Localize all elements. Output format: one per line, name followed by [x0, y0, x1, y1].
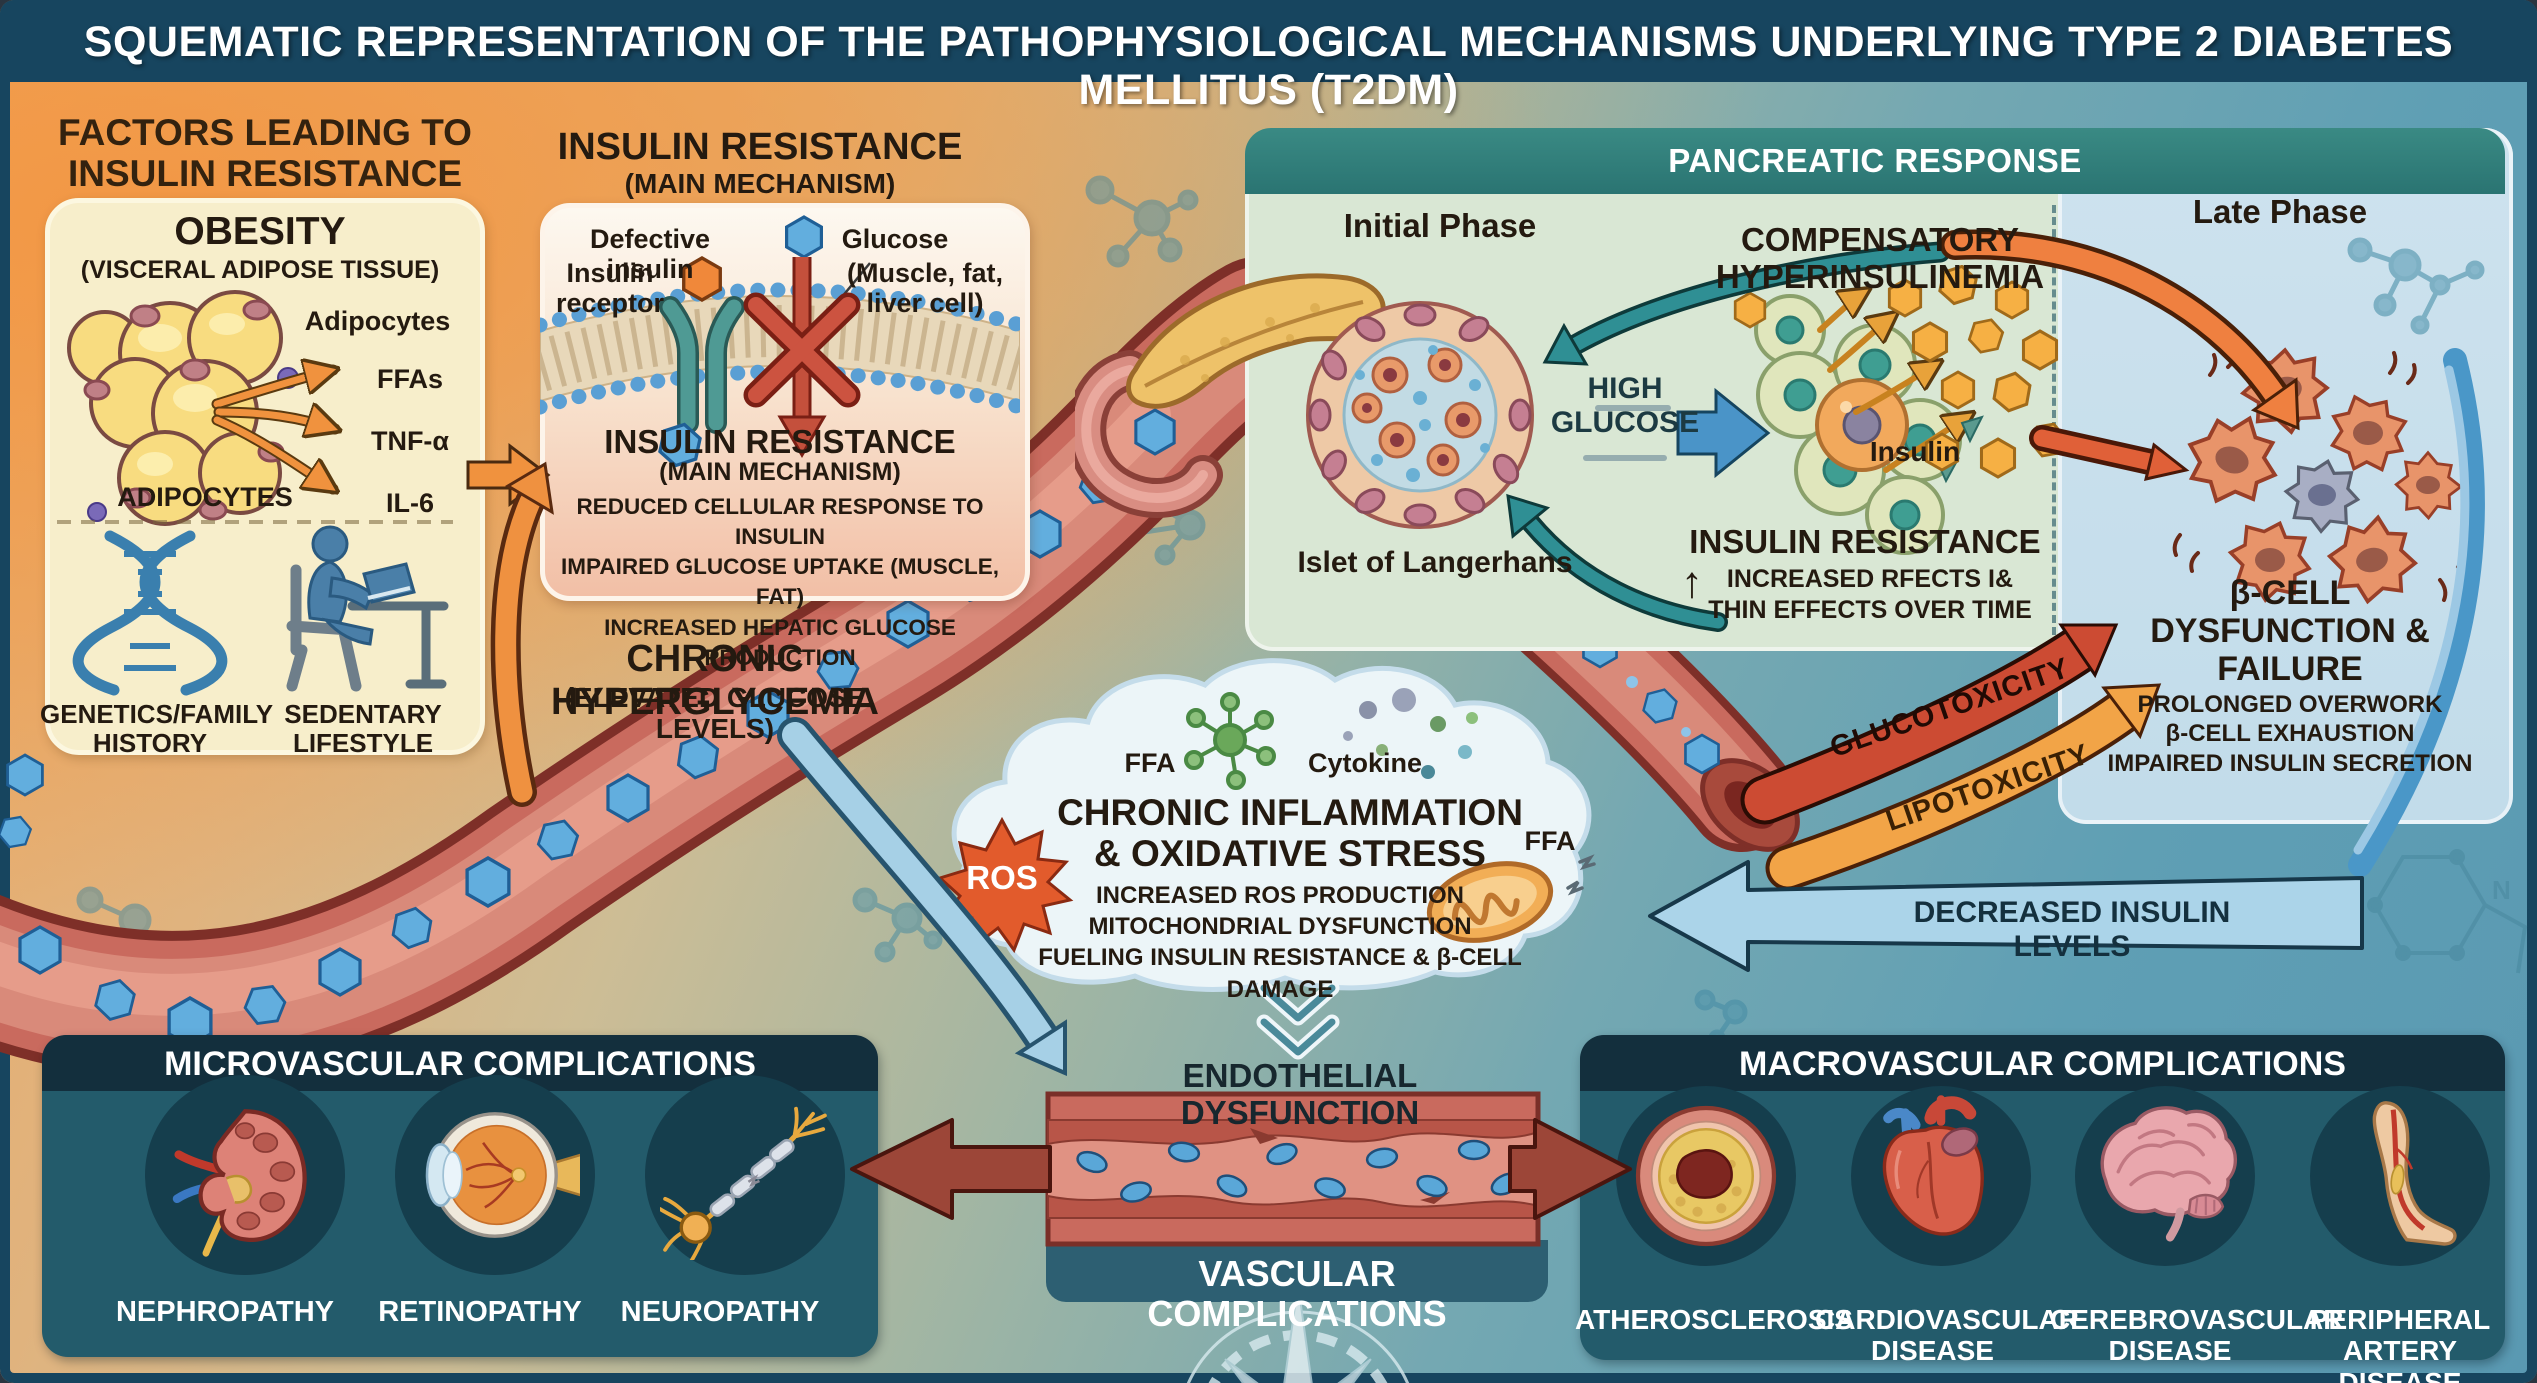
obesity-title: OBESITY — [174, 210, 346, 253]
vessel-open-end — [1700, 758, 1800, 852]
atherosclerosis-label: ATHEROSCLEROSIS — [1575, 1304, 1853, 1335]
chemical-structure-decoration: N — [2367, 849, 2528, 974]
cerebrovascular-label: CEREBROVASCULAR DISEASE — [2050, 1304, 2344, 1367]
pancreatic-header: PANCREATIC RESPONSE — [1668, 142, 2082, 179]
obesity-subtitle: (VISCERAL ADIPOSE TISSUE) — [80, 256, 440, 284]
sedentary-person-icon — [286, 525, 449, 692]
genetics-label: GENETICS/FAMILY HISTORY — [40, 699, 274, 759]
peripheral-label: PERIPHERAL ARTERY DISEASE — [2309, 1304, 2491, 1383]
neuropathy-circle — [645, 1075, 845, 1275]
mitochondria-icon — [1426, 861, 1554, 943]
kidney-icon — [172, 1109, 307, 1257]
to-microvascular-arrow — [850, 1118, 1052, 1220]
initial-phase-label: Initial Phase — [1343, 207, 1537, 244]
retinopathy-label: RETINOPATHY — [378, 1296, 582, 1328]
beta-cell-note: PROLONGED OVERWORK β-CELL EXHAUSTION IMP… — [2107, 691, 2473, 777]
clogged-artery-icon — [1635, 1105, 1777, 1247]
cell-note-label: (Muscle, fat, liver cell) — [846, 258, 1004, 319]
title-bar — [0, 0, 2537, 82]
dna-icon — [72, 530, 228, 696]
eye-icon — [425, 1112, 580, 1238]
neuropathy-label: NEUROPATHY — [620, 1296, 820, 1328]
cloud-cytokine: Cytokine — [1307, 748, 1423, 778]
page-title: SQUEMATIC REPRESENTATION OF THE PATHOPHY… — [83, 18, 2454, 115]
ir-result-title: INSULIN RESISTANCE — [604, 423, 956, 460]
brain-icon — [2100, 1106, 2238, 1242]
leg-icon — [2372, 1101, 2457, 1246]
cardiovascular-label: CARDIOVASCULAR DISEASE — [1815, 1304, 2079, 1367]
late-phase-label: Late Phase — [2192, 193, 2368, 230]
cloud-note: INCREASED ROS PRODUCTION MITOCHONDRIAL D… — [1038, 882, 1522, 1003]
high-glucose-label: HIGH GLUCOSE — [1550, 372, 1700, 439]
mediator-il6: IL-6 — [385, 488, 434, 518]
islet-illustration — [1306, 301, 1534, 529]
pancreatic-ir-note: INCREASED RFECTS I& THIN EFFECTS OVER TI… — [1708, 565, 2032, 625]
ir-result-subtitle: (MAIN MECHANISM) — [659, 458, 901, 486]
insulin-receptor-label: Insulin receptor — [555, 258, 665, 319]
vascular-bar-label: VASCULAR COMPLICATIONS — [1147, 1253, 1447, 1335]
endothelial-label: ENDOTHELIAL DYSFUNCTION — [1180, 1057, 1420, 1131]
ir-heading-title: INSULIN RESISTANCE — [557, 126, 963, 168]
blood-cells — [1076, 1139, 1522, 1203]
pancreatic-header-bar — [1245, 128, 2505, 194]
insulin-label: Insulin — [1869, 436, 1961, 467]
phase-divider — [2052, 205, 2056, 635]
mediator-tnf: TNF-α — [370, 426, 450, 456]
beta-cell-title: β-CELL DYSFUNCTION & FAILURE — [2150, 574, 2430, 689]
macrovascular-header-bar — [1580, 1035, 2505, 1091]
macrovascular-header: MACROVASCULAR COMPLICATIONS — [1739, 1045, 2346, 1083]
cloud-title: CHRONIC INFLAMMATION & OXIDATIVE STRESS — [1057, 792, 1523, 875]
mediator-ffas: FFAs — [376, 364, 443, 394]
microvascular-header: MICROVASCULAR COMPLICATIONS — [164, 1045, 756, 1083]
sedentary-label: SEDENTARY LIFESTYLE — [284, 699, 442, 759]
decreased-insulin-label: DECREASED INSULIN LEVELS — [1913, 896, 2231, 963]
adipocytes-caption: ADIPOCYTES — [117, 482, 293, 512]
neuron-icon — [660, 1106, 827, 1260]
glucose-label: Glucose — [841, 224, 949, 254]
heart-icon — [1882, 1095, 1984, 1236]
hyperglycemia-subtitle: (ELEVATED GLUCOSE LEVELS) — [564, 682, 866, 745]
compensatory-label: COMPENSATORY HYPERINSULINEMIA — [1715, 221, 2045, 295]
islet-caption: Islet of Langerhans — [1297, 546, 1573, 579]
cloud-ffa-left: FFA — [1124, 748, 1176, 778]
cloud-ffa-right: FFA — [1524, 826, 1576, 856]
nephropathy-label: NEPHROPATHY — [115, 1296, 335, 1328]
ir-heading-subtitle: (MAIN MECHANISM) — [624, 168, 896, 199]
svg-text:N: N — [2492, 875, 2511, 905]
adipocytes-label: Adipocytes — [304, 306, 451, 336]
pancreatic-ir-title: INSULIN RESISTANCE — [1689, 523, 2041, 560]
factors-heading: FACTORS LEADING TO INSULIN RESISTANCE — [58, 112, 472, 195]
